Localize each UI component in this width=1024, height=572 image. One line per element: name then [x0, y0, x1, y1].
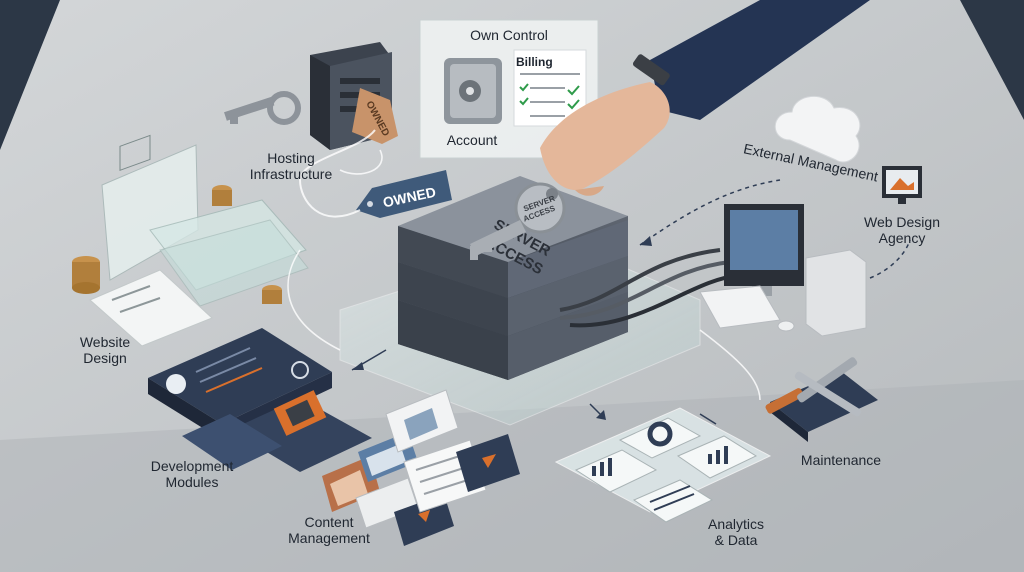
- dev-label-line1: Development: [150, 458, 234, 474]
- analytics-panel: [554, 407, 772, 523]
- database-icon: [166, 374, 186, 394]
- tag-string: [298, 129, 376, 218]
- website-label-line1: Website: [79, 334, 131, 350]
- cable-3: [569, 273, 741, 328]
- mouse: [777, 320, 795, 332]
- hosting-infrastructure-label: Hosting Infrastructure: [236, 150, 346, 182]
- analytics-label-line2: & Data: [714, 532, 758, 548]
- web-design-agency-label: Web Design Agency: [852, 214, 952, 246]
- development-modules-label: Development Modules: [132, 458, 252, 490]
- main-server-stack: [398, 176, 628, 380]
- maintenance-tools: [765, 357, 878, 442]
- website-label-line2: Design: [83, 350, 127, 366]
- keyboard: [699, 285, 781, 329]
- hosting-label-line1: Hosting: [267, 150, 315, 166]
- external-management-arrow: [639, 179, 781, 246]
- hosting-owned-tag: [352, 88, 398, 144]
- donut-chart-icon: [647, 421, 673, 447]
- billing-label: Billing: [516, 55, 553, 69]
- website-design-panels: [89, 134, 309, 347]
- desktop-computer: [699, 204, 867, 337]
- content-management-label: Content Management: [270, 514, 388, 546]
- analytics-data-label: Analytics & Data: [686, 516, 786, 548]
- owned-tag-large: [356, 170, 452, 218]
- hosting-key-icon: [224, 91, 301, 125]
- website-design-label: Website Design: [60, 334, 150, 366]
- cable-white-top: [339, 149, 383, 175]
- wrench-icon: [797, 357, 858, 403]
- content-label-line1: Content: [304, 514, 354, 530]
- own-control-label: Own Control: [470, 27, 548, 43]
- play-icon: [418, 510, 430, 522]
- development-modules-puzzle: [148, 328, 372, 472]
- analytics-label-line1: Analytics: [707, 516, 765, 532]
- cable-1: [559, 248, 721, 312]
- arrow-head-analytics: [596, 410, 606, 420]
- agency-label-line2: Agency: [878, 230, 926, 246]
- dev-label-line2: Modules: [165, 474, 219, 490]
- gear-icon: [291, 361, 309, 379]
- screwdriver-icon: [794, 371, 862, 417]
- account-label: Account: [446, 132, 498, 148]
- arrow-head-icon: [640, 236, 652, 246]
- cable-2: [559, 260, 731, 320]
- arrow-maint: [699, 413, 717, 425]
- server-key-icon: [470, 182, 566, 260]
- agency-label-line1: Web Design: [863, 214, 940, 230]
- content-management-cards: [322, 389, 520, 546]
- cloud-icon: [774, 95, 861, 163]
- content-label-line2: Management: [288, 530, 370, 546]
- cable-white-right: [699, 329, 761, 401]
- coin-stacks-icon: [72, 185, 282, 304]
- maintenance-label: Maintenance: [800, 452, 882, 468]
- hosting-label-line2: Infrastructure: [249, 166, 333, 182]
- cable-white-left: [287, 249, 341, 351]
- agency-monitor-icon: [882, 166, 922, 204]
- hand-with-key: [540, 0, 870, 196]
- arrow-head-dev: [352, 362, 364, 370]
